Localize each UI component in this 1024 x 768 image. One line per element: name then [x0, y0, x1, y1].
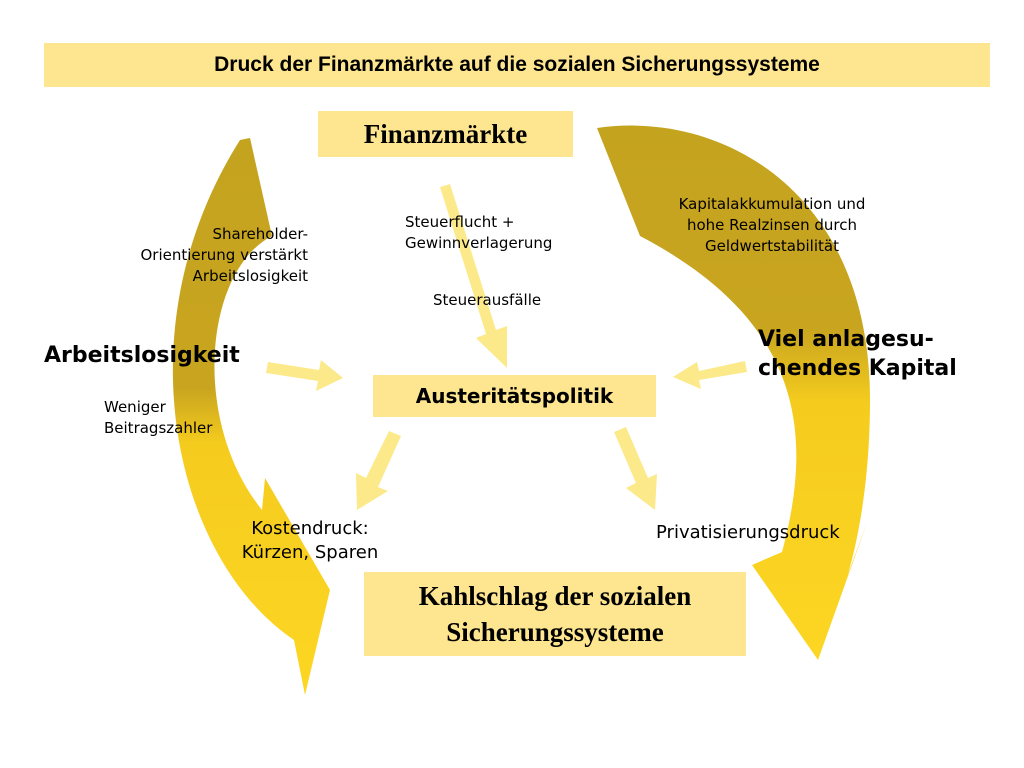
annotation-shareholder: Shareholder- Orientierung verstärkt Arbe…: [140, 225, 308, 285]
arbeitslosigkeit-arrow: [266, 360, 343, 391]
page-title: Druck der Finanzmärkte auf die sozialen …: [44, 43, 990, 87]
kapital-arrow: [673, 361, 747, 389]
annotation-kostendruck: Kostendruck: Kürzen, Sparen: [241, 518, 379, 563]
privatisierung-arrow: [614, 427, 657, 510]
annotation-beitragszahler: Weniger Beitragszahler: [104, 398, 213, 437]
node-kapital: Viel anlagesu- chendes Kapital: [758, 327, 957, 381]
right-curved-arrow: [597, 125, 870, 660]
node-arbeitslosigkeit: Arbeitslosigkeit: [44, 343, 240, 368]
annotation-steuerausfaelle: Steuerausfälle: [433, 291, 542, 309]
left-curved-arrow: [172, 138, 330, 695]
node-finanzmaerkte: Finanzmärkte: [318, 111, 573, 157]
annotation-kapitalakkumulation: Kapitalakkumulation und hohe Realzinsen …: [678, 195, 866, 255]
steuerflucht-arrow: [434, 184, 507, 368]
node-kahlschlag: Kahlschlag der sozialen Sicherungssystem…: [364, 572, 746, 656]
node-austeritaetspolitik: Austeritätspolitik: [373, 375, 656, 417]
kostendruck-arrow: [356, 431, 401, 510]
annotation-steuerflucht: Steuerflucht + Gewinnverlagerung: [405, 213, 553, 252]
annotation-privatisierung: Privatisierungsdruck: [656, 522, 840, 543]
